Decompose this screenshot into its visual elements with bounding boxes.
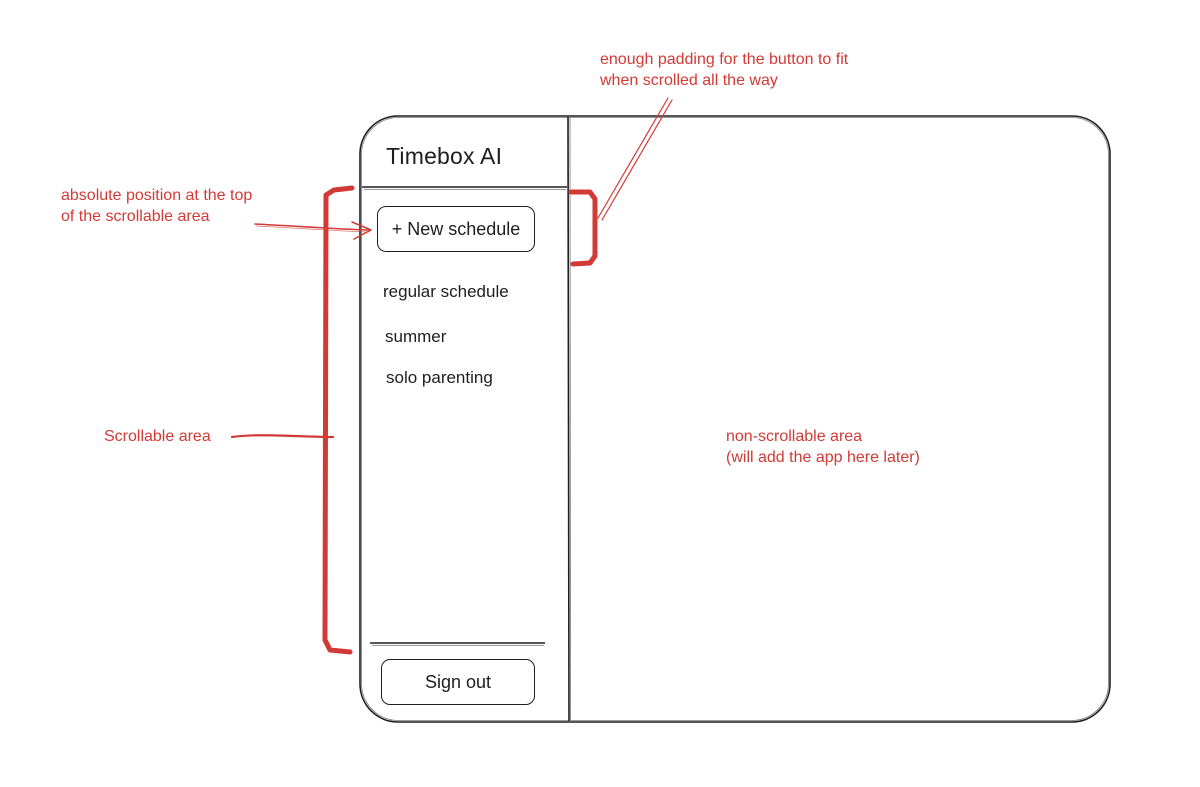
absolute-arrow bbox=[254, 223, 371, 231]
sign-out-button[interactable]: Sign out bbox=[381, 659, 535, 705]
scrollable-bracket bbox=[322, 185, 355, 655]
schedule-item-regular[interactable]: regular schedule bbox=[383, 282, 509, 301]
new-schedule-button[interactable]: + New schedule bbox=[377, 206, 535, 252]
scrollable-area-annotation: Scrollable area bbox=[104, 428, 211, 445]
padding-annotation: enough padding for the button to fit whe… bbox=[600, 51, 849, 89]
sidebar-divider bbox=[567, 116, 570, 722]
absolute-arrowhead bbox=[351, 221, 372, 240]
absolute-position-annotation: absolute position at the top of the scro… bbox=[61, 187, 253, 225]
app-title: Timebox AI bbox=[386, 143, 503, 169]
padding-pointer bbox=[597, 97, 669, 219]
scrollable-arrow bbox=[230, 434, 335, 439]
non-scrollable-area-annotation: non-scrollable area (will add the app he… bbox=[726, 428, 920, 466]
schedule-item-solo-parenting[interactable]: solo parenting bbox=[386, 368, 493, 387]
schedule-item-summer[interactable]: summer bbox=[385, 327, 447, 346]
padding-bracket bbox=[568, 189, 598, 267]
